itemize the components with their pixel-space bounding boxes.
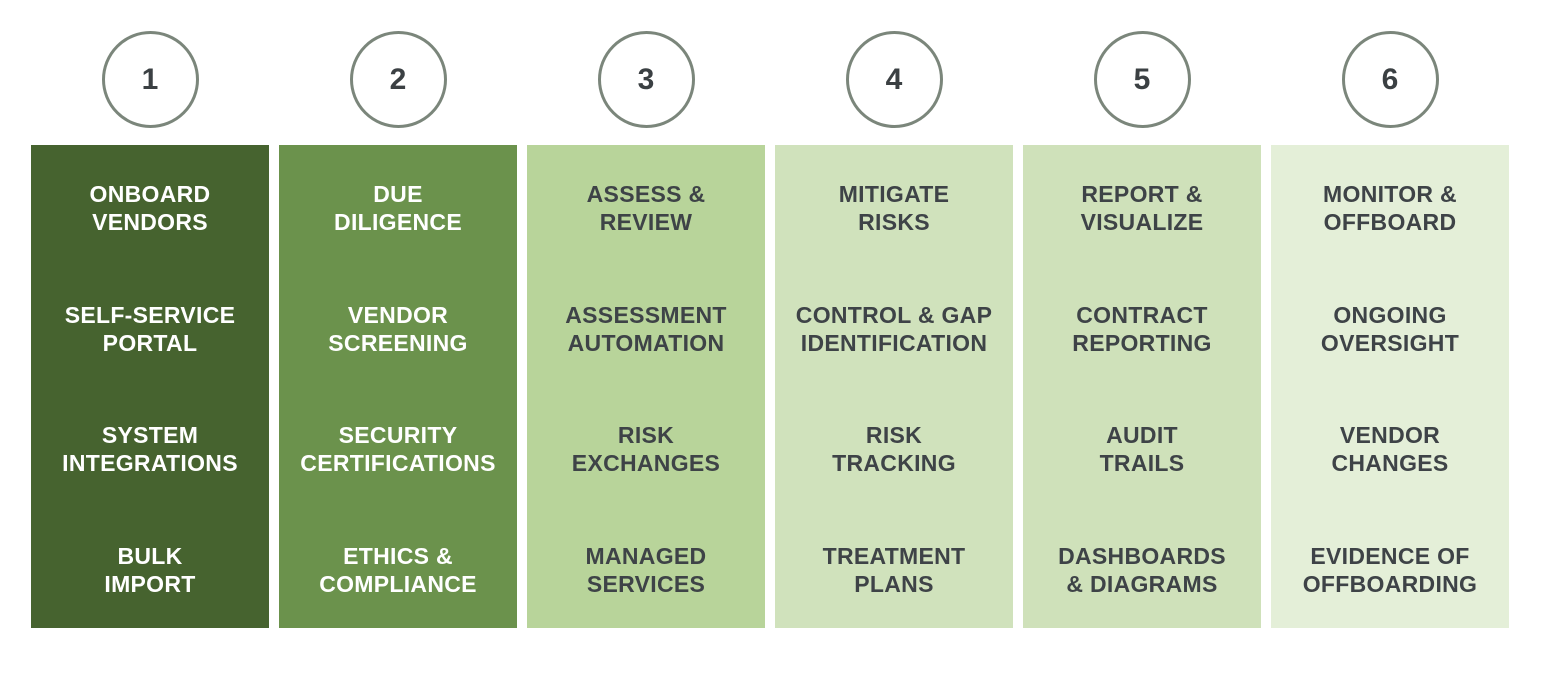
step-number: 4 — [885, 62, 903, 96]
step-number-circle: 1 — [101, 31, 199, 128]
step-item: CONTRACT REPORTING — [1072, 301, 1212, 356]
lifecycle-step: 4 MITIGATE RISKS CONTROL & GAP IDENTIFICA… — [775, 31, 1013, 628]
step-item: SELF-SERVICE PORTAL — [64, 301, 236, 356]
step-item: RISK TRACKING — [832, 422, 956, 477]
step-number: 3 — [637, 62, 655, 96]
step-panel: MONITOR & OFFBOARD ONGOING OVERSIGHT VENDO… — [1271, 145, 1509, 628]
step-item: VENDOR CHANGES — [1331, 422, 1449, 477]
lifecycle-step: 1 ONBOARD VENDORS SELF-SERVICE PORTAL SYST… — [31, 31, 269, 628]
step-number: 5 — [1133, 62, 1151, 96]
lifecycle-step: 5 REPORT & VISUALIZE CONTRACT REPORTING AU… — [1023, 31, 1261, 628]
step-item: TREATMENT PLANS — [822, 542, 966, 597]
step-item: MONITOR & OFFBOARD — [1323, 181, 1457, 235]
step-number: 1 — [141, 62, 159, 96]
step-item: RISK EXCHANGES — [571, 422, 721, 477]
step-number-circle: 6 — [1341, 31, 1439, 128]
step-item: SYSTEM INTEGRATIONS — [62, 422, 238, 477]
step-panel: ASSESS & REVIEW ASSESSMENT AUTOMATION RISK… — [527, 145, 765, 628]
step-item: CONTROL & GAP IDENTIFICATION — [795, 301, 993, 356]
step-item: ONBOARD VENDORS — [89, 181, 211, 235]
step-item: ETHICS & COMPLIANCE — [319, 542, 477, 597]
lifecycle-step: 6 MONITOR & OFFBOARD ONGOING OVERSIGHT VEN… — [1271, 31, 1509, 628]
step-item: MITIGATE RISKS — [838, 181, 950, 235]
step-panel: ONBOARD VENDORS SELF-SERVICE PORTAL SYSTEM… — [31, 145, 269, 628]
step-number-circle: 3 — [597, 31, 695, 128]
step-item: REPORT & VISUALIZE — [1080, 181, 1204, 235]
step-panel: MITIGATE RISKS CONTROL & GAP IDENTIFICATI… — [775, 145, 1013, 628]
lifecycle-step: 3 ASSESS & REVIEW ASSESSMENT AUTOMATION RI… — [527, 31, 765, 628]
step-item: DASHBOARDS & DIAGRAMS — [1058, 542, 1226, 597]
step-item: SECURITY CERTIFICATIONS — [300, 422, 496, 477]
step-item: ASSESSMENT AUTOMATION — [565, 301, 727, 356]
step-item: VENDOR SCREENING — [328, 301, 468, 356]
lifecycle-steps-row: 1 ONBOARD VENDORS SELF-SERVICE PORTAL SYST… — [31, 31, 1509, 628]
step-number-circle: 5 — [1093, 31, 1191, 128]
step-number-circle: 2 — [349, 31, 447, 128]
step-panel: REPORT & VISUALIZE CONTRACT REPORTING AUDI… — [1023, 145, 1261, 628]
step-item: EVIDENCE OF OFFBOARDING — [1302, 542, 1478, 597]
step-item: DUE DILIGENCE — [334, 181, 462, 235]
step-item: ONGOING OVERSIGHT — [1320, 301, 1460, 356]
step-item: BULK IMPORT — [104, 542, 196, 597]
step-item: AUDIT TRAILS — [1099, 422, 1185, 477]
step-item: ASSESS & REVIEW — [586, 181, 706, 235]
step-number-circle: 4 — [845, 31, 943, 128]
step-panel: DUE DILIGENCE VENDOR SCREENING SECURITY CE… — [279, 145, 517, 628]
step-number: 2 — [389, 62, 407, 96]
lifecycle-step: 2 DUE DILIGENCE VENDOR SCREENING SECURITY … — [279, 31, 517, 628]
step-number: 6 — [1381, 62, 1399, 96]
step-item: MANAGED SERVICES — [585, 542, 707, 597]
